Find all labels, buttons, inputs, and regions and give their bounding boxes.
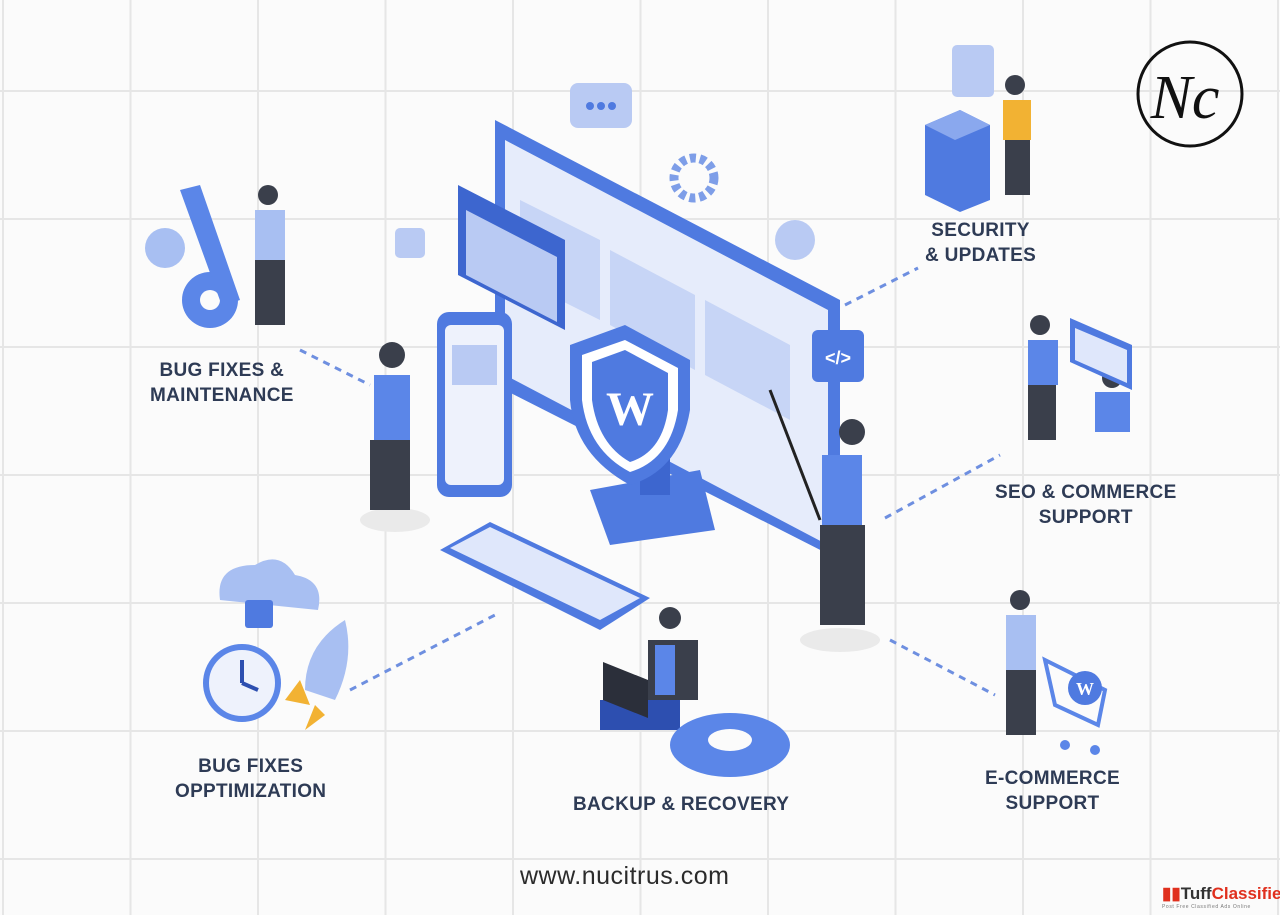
smartphone xyxy=(437,312,512,497)
cloud-clock-rocket-icons xyxy=(203,559,349,730)
svg-text:W: W xyxy=(1076,679,1094,699)
shopping-cart-icon: W xyxy=(1042,656,1108,755)
label-backup-recovery: BACKUP & RECOVERY xyxy=(573,794,790,815)
wordpress-shield: W xyxy=(570,325,690,485)
gear-icon xyxy=(669,153,719,203)
code-icon xyxy=(812,330,864,382)
people-figures xyxy=(255,75,1130,735)
check-badge-icon xyxy=(775,220,815,260)
svg-text:</>: </> xyxy=(825,348,851,368)
checkbox-icon xyxy=(395,228,425,258)
label-bug-fixes-maintenance: BUG FIXES &MAINTENANCE xyxy=(150,360,294,406)
monitor xyxy=(495,120,840,560)
tuffclassified-watermark: ▮▮TuffClassified Post Free Classified Ad… xyxy=(1162,884,1280,910)
server-stack-icon xyxy=(925,45,1132,390)
nucitrus-logo: Nc xyxy=(1130,38,1245,158)
website-url[interactable]: www.nucitrus.com xyxy=(520,862,730,890)
label-security-updates: SECURITY& UPDATES xyxy=(925,220,1037,266)
keyboard xyxy=(440,522,650,630)
connector-lines xyxy=(299,266,1001,697)
svg-text:Nc: Nc xyxy=(1150,64,1220,132)
image-card xyxy=(458,185,565,330)
wrench-gears-icon xyxy=(145,185,240,328)
shield-letter: W xyxy=(606,383,654,436)
gear-icon xyxy=(670,713,790,777)
